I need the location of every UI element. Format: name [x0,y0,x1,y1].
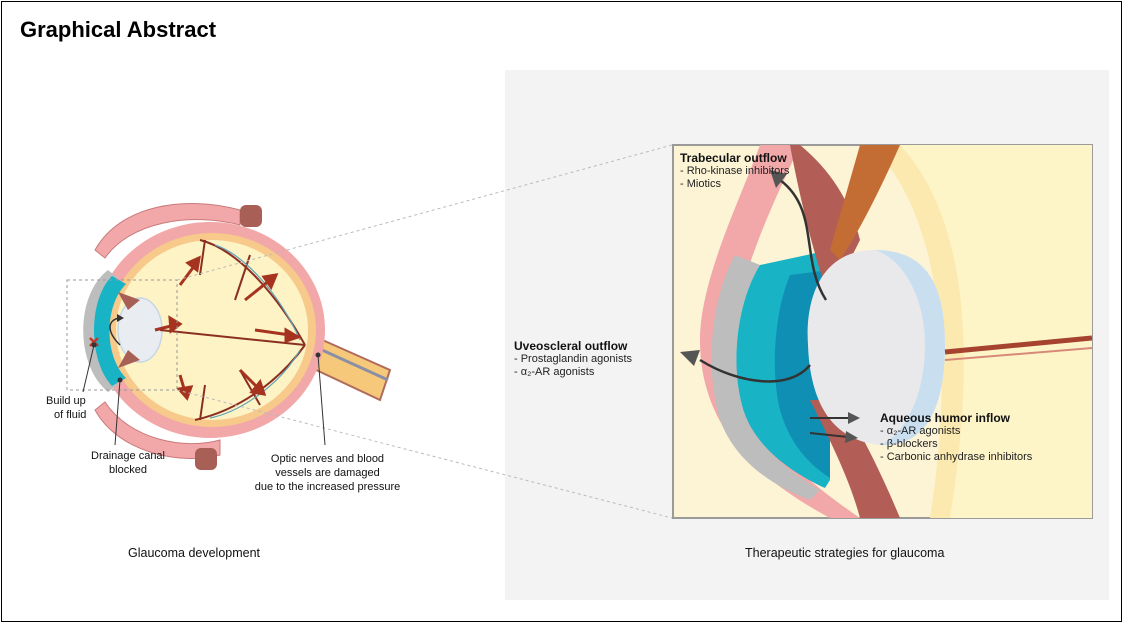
uveoscleral-item: - α₂-AR agonists [514,366,632,379]
glaucoma-development-caption: Glaucoma development [128,546,260,560]
lower-muscle-end [195,448,217,470]
eye-cross-section [83,203,390,470]
therapeutic-strategies-caption: Therapeutic strategies for glaucoma [745,546,944,560]
uveoscleral-outflow-label: Uveoscleral outflow - Prostaglandin agon… [514,339,632,379]
optic-label: Optic nerves and blood vessels are damag… [235,452,420,494]
trabecular-item: - Rho-kinase inhibitors [680,165,789,178]
aqueous-item: - α₂-AR agonists [880,425,1032,438]
aqueous-item: - β-blockers [880,438,1032,451]
fluid-label: Build up of fluid [46,394,106,422]
trabecular-outflow-label: Trabecular outflow - Rho-kinase inhibito… [680,151,789,191]
trabecular-item: - Miotics [680,178,789,191]
drainage-label: Drainage canal blocked [68,449,188,477]
aqueous-item: - Carbonic anhydrase inhibitors [880,451,1032,464]
uveoscleral-item: - Prostaglandin agonists [514,353,632,366]
upper-muscle-end [240,205,262,227]
aqueous-inflow-label: Aqueous humor inflow - α₂-AR agonists - … [880,411,1032,464]
